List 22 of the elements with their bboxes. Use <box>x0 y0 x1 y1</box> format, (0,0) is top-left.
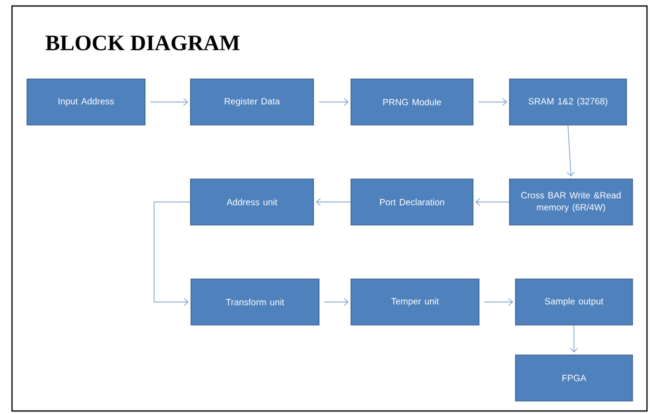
title: BLOCK DIAGRAM <box>46 36 240 50</box>
arrow <box>154 202 190 306</box>
process-box: Temper unit <box>350 278 480 326</box>
arrow <box>316 198 351 206</box>
arrow <box>318 98 349 106</box>
arrow <box>570 325 578 353</box>
process-box: Input Address <box>26 78 146 126</box>
process-box: SRAM 1&2 (32768) <box>509 78 627 126</box>
arrow <box>150 98 188 106</box>
process-box: FPGA <box>515 354 633 402</box>
process-box: Port Declaration <box>350 178 474 226</box>
arrow <box>484 298 514 306</box>
process-box: PRNG Module <box>350 78 474 126</box>
arrow <box>475 198 510 206</box>
process-box: Cross BAR Write &Read memory (6R/4W) <box>509 178 633 226</box>
process-box: Register Data <box>190 78 314 126</box>
arrow <box>478 98 508 106</box>
process-box: Sample output <box>515 278 633 326</box>
process-box: Transform unit <box>190 278 320 326</box>
arrow <box>324 298 349 306</box>
arrow <box>566 125 575 177</box>
process-box: Address unit <box>190 178 314 226</box>
